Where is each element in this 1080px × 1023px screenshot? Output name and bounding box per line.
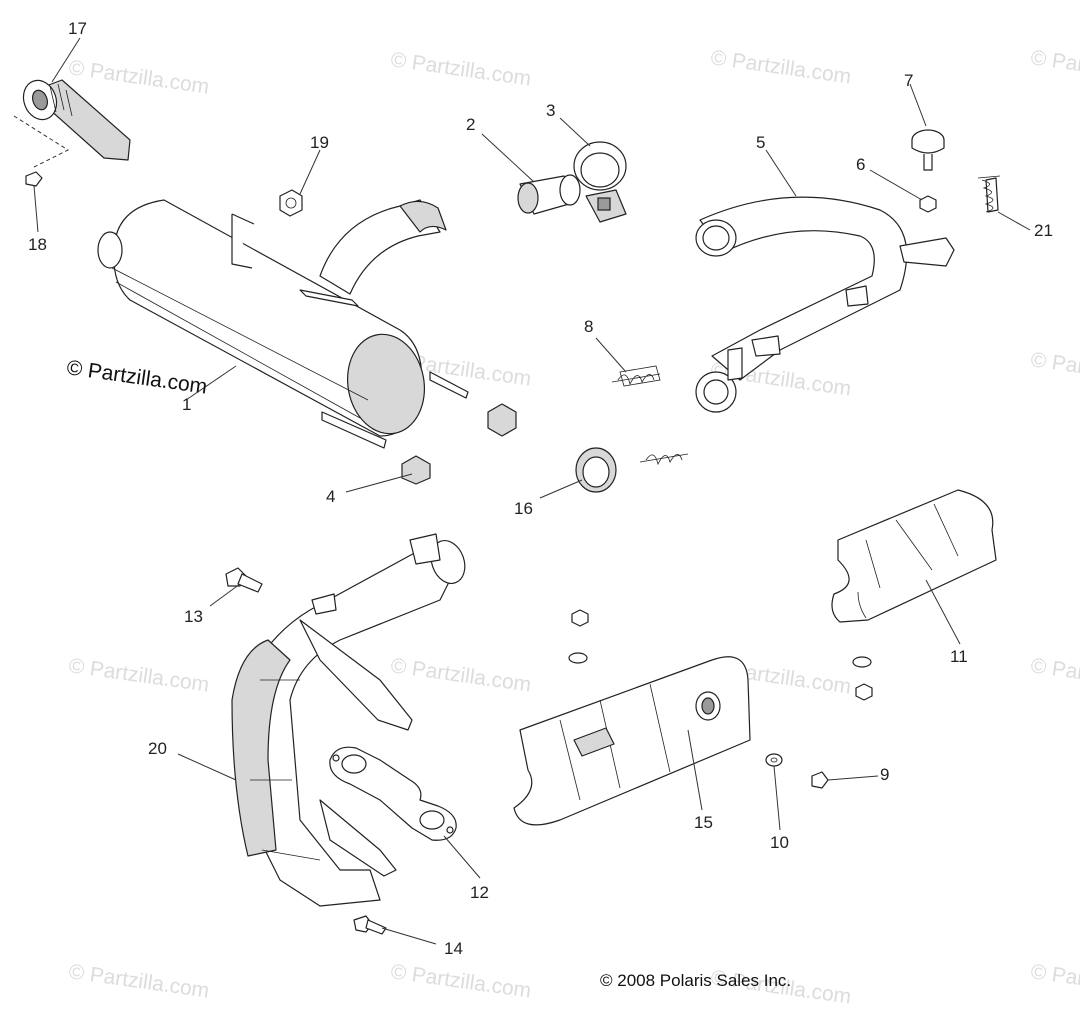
part-8-spring[interactable] (611, 365, 661, 387)
copyright-notice: © 2008 Polaris Sales Inc. (600, 971, 791, 990)
callout-15: 15 (694, 813, 713, 832)
part-2-exhaust-seal[interactable] (517, 174, 581, 215)
watermark-8: © Partzilla.com (67, 654, 210, 696)
part-14-bolt[interactable] (353, 915, 387, 935)
callout-12: 12 (470, 883, 489, 902)
part-5-head-pipe[interactable] (695, 196, 955, 413)
callout-21: 21 (1034, 221, 1053, 240)
watermark-4: © Partzilla.com (1029, 46, 1080, 88)
part-4-grommets[interactable] (401, 403, 517, 485)
part-6-nut[interactable] (919, 195, 937, 213)
watermark-15: © Partzilla.com (1029, 960, 1080, 1002)
callout-5: 5 (756, 133, 765, 152)
callout-16: 16 (514, 499, 533, 518)
callout-3: 3 (546, 101, 555, 120)
watermark-7: © Partzilla.com (1029, 348, 1080, 390)
callout-11: 11 (950, 647, 968, 666)
brand-watermark: © Partzilla.com (65, 356, 208, 398)
part-13-bolt[interactable] (225, 567, 263, 593)
part-21-spring[interactable] (977, 175, 1001, 213)
callout-1: 1 (182, 395, 191, 414)
watermark-9: © Partzilla.com (389, 654, 532, 696)
part-3-clamp[interactable] (573, 141, 627, 223)
part-7-knob[interactable] (911, 129, 945, 171)
watermark-13: © Partzilla.com (389, 960, 532, 1002)
part-11-heat-shield[interactable] (831, 489, 997, 623)
callout-2: 2 (466, 115, 475, 134)
callout-19: 19 (310, 133, 329, 152)
callout-numbers: 17 18 19 1 2 3 4 5 6 7 8 21 16 13 11 20 … (28, 19, 1053, 958)
callout-17: 17 (68, 19, 87, 38)
fasteners-shield-mounts[interactable] (568, 609, 873, 701)
callout-14: 14 (444, 939, 463, 958)
watermark-1: © Partzilla.com (67, 56, 210, 98)
part-10-washer[interactable] (765, 753, 783, 767)
callout-9: 9 (880, 765, 889, 784)
part-18-screw[interactable] (25, 171, 43, 187)
part-17-spark-arrestor[interactable] (13, 76, 131, 169)
watermark-11: © Partzilla.com (1029, 654, 1080, 696)
watermark-3: © Partzilla.com (709, 46, 852, 88)
callout-4: 4 (326, 487, 335, 506)
callout-18: 18 (28, 235, 47, 254)
watermark-12: © Partzilla.com (67, 960, 210, 1002)
part-9-bolt[interactable] (811, 771, 829, 789)
callout-13: 13 (184, 607, 203, 626)
part-12-exhaust-gasket[interactable] (329, 746, 457, 841)
part-16-seal-ring[interactable] (575, 447, 617, 493)
callout-20: 20 (148, 739, 167, 758)
callout-6: 6 (856, 155, 865, 174)
callout-10: 10 (770, 833, 789, 852)
part-1-muffler[interactable] (97, 199, 469, 449)
callout-7: 7 (904, 71, 913, 90)
part-19-nut[interactable] (279, 189, 303, 217)
callout-8: 8 (584, 317, 593, 336)
watermark-2: © Partzilla.com (389, 48, 532, 90)
spring-near-16[interactable] (639, 453, 689, 466)
leader-lines (33, 37, 1031, 945)
part-20-head-pipe-assembly[interactable] (231, 533, 471, 907)
part-15-heat-shield[interactable] (513, 656, 751, 826)
